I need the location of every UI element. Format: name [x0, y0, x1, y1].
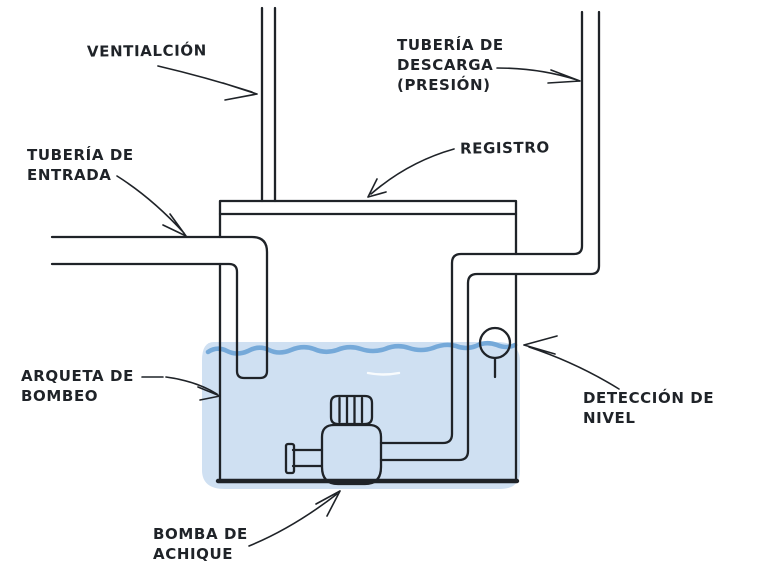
label-level-detection: DETECCIÓN DE NIVEL [583, 389, 715, 427]
arrow-ventilation [157, 65, 258, 101]
water-surface-wave [205, 340, 518, 356]
tank [215, 212, 520, 484]
level-float [478, 326, 512, 379]
inlet-pipe [50, 235, 269, 380]
arrow-level-detection [523, 335, 620, 390]
label-inlet-pipe: TUBERÍA DE ENTRADA [27, 146, 134, 184]
ventilation-pipe [260, 6, 277, 203]
label-access-cover: REGISTRO [459, 138, 550, 158]
water-highlight [366, 371, 401, 376]
arrow-pump-pit [141, 376, 221, 401]
pump-inlet-stub [291, 448, 324, 468]
arrow-sump-pump [248, 490, 341, 547]
sump-pump [284, 394, 383, 486]
arrow-access-cover [367, 148, 455, 198]
label-pump-pit: ARQUETA DE BOMBEO [21, 367, 134, 405]
label-discharge-pipe: TUBERÍA DE DESCARGA (PRESIÓN) [397, 36, 504, 94]
label-sump-pump: BOMBA DE ACHIQUE [153, 525, 248, 563]
annotation-arrows [116, 65, 620, 547]
pump-flange [284, 442, 296, 475]
label-ventilation: VENTIALCIÓN [86, 41, 207, 61]
pump-body [320, 423, 383, 486]
discharge-pipe [379, 10, 601, 462]
pump-motor-cap [329, 394, 374, 426]
access-cover-lid [218, 199, 518, 216]
arrow-inlet [116, 175, 187, 237]
pump-motor-ribs [338, 395, 364, 425]
arrow-discharge [496, 67, 581, 84]
